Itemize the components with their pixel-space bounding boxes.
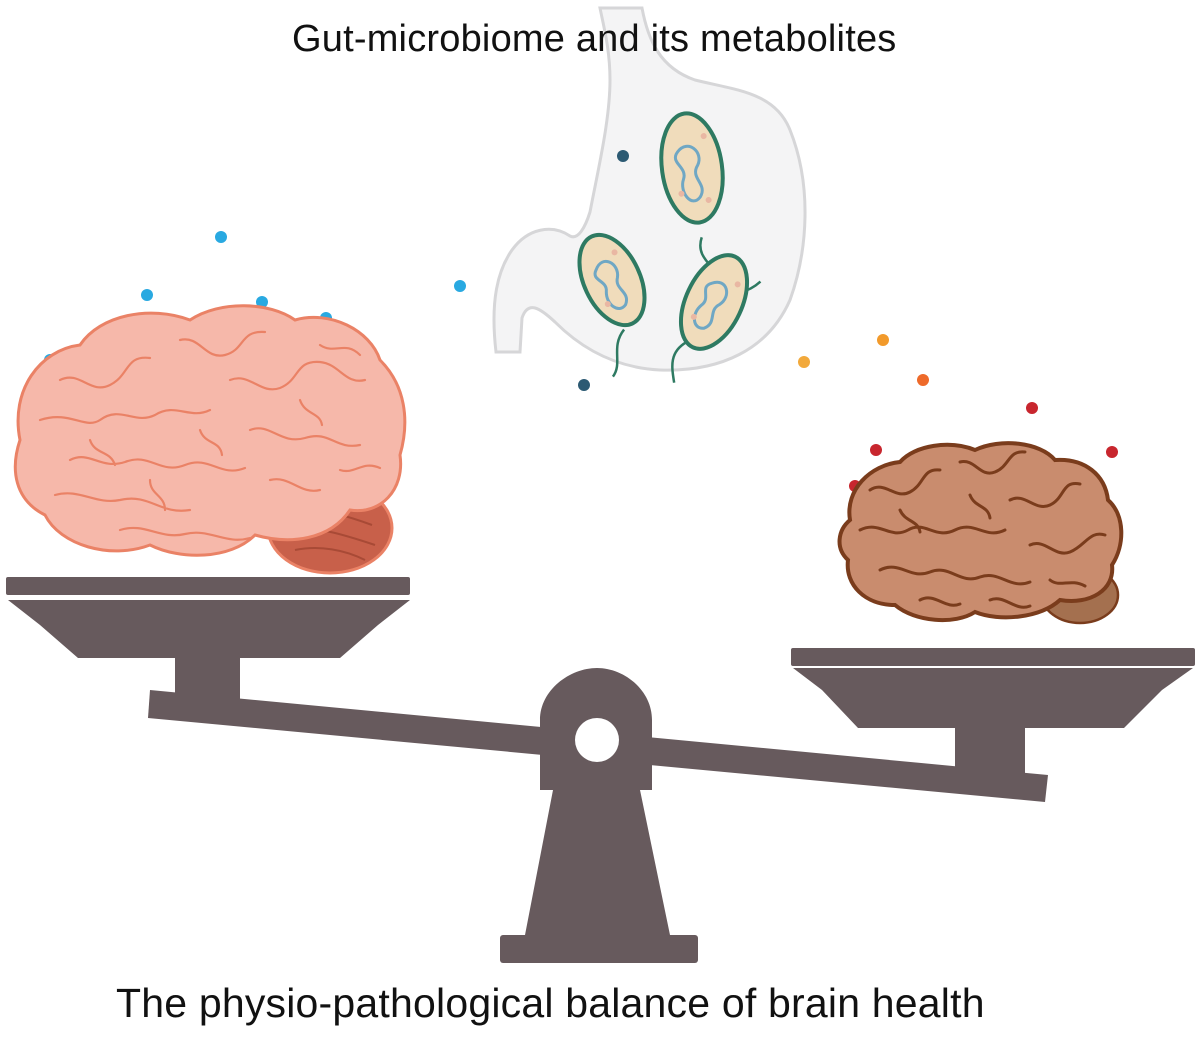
metabolite-dot <box>141 289 153 301</box>
metabolite-dot <box>1026 402 1038 414</box>
metabolite-dot <box>256 296 268 308</box>
metabolite-dot <box>917 374 929 386</box>
top-caption: Gut-microbiome and its metabolites <box>292 18 897 60</box>
metabolite-dot <box>1106 446 1118 458</box>
metabolite-dot <box>870 444 882 456</box>
metabolite-dot <box>617 150 629 162</box>
metabolite-dot <box>798 356 810 368</box>
metabolite-dots <box>44 150 1118 492</box>
diseased-brain-icon <box>837 441 1124 625</box>
metabolite-dot <box>454 280 466 292</box>
balance-scale-icon <box>6 577 1195 963</box>
bacterium-icon <box>577 232 647 378</box>
metabolite-dot <box>578 379 590 391</box>
healthy-brain-icon <box>13 304 407 575</box>
stomach-icon <box>492 6 807 372</box>
metabolite-dot <box>215 231 227 243</box>
metabolite-dot <box>877 334 889 346</box>
bacterium-icon <box>671 253 750 383</box>
bottom-caption: The physio-pathological balance of brain… <box>116 980 985 1026</box>
bacterium-icon <box>659 111 762 294</box>
